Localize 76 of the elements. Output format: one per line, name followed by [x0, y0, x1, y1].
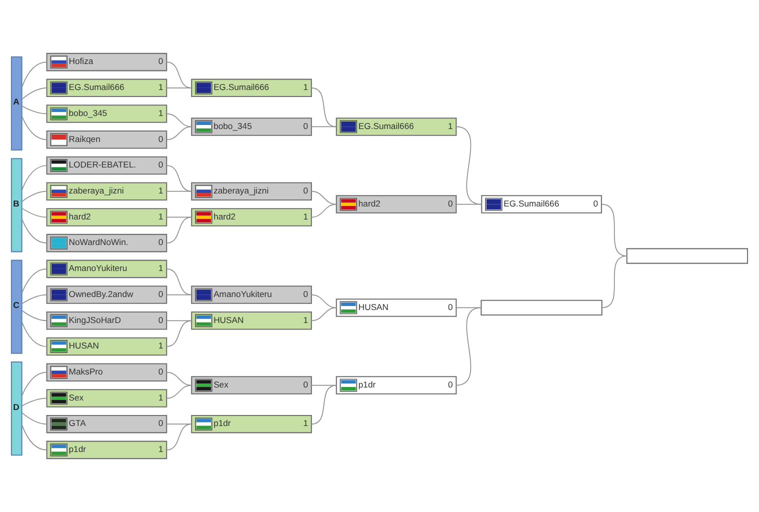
connector: [21, 62, 48, 88]
connector: [310, 126, 337, 128]
node-box: hard2 0: [336, 195, 457, 214]
connector: [310, 88, 337, 128]
node-box: Raikqen 0: [46, 130, 168, 149]
node-box: HUSAN 0: [336, 298, 457, 317]
node-box: EG.Sumail666 1: [46, 78, 168, 98]
connector: [21, 294, 48, 304]
connector: [166, 165, 192, 192]
connector: [310, 294, 337, 308]
connector: [21, 398, 48, 406]
connector: [166, 268, 192, 296]
node-box: C: [10, 260, 22, 354]
node-box: hard2 1: [191, 208, 312, 226]
node-box: MaksPro 0: [46, 363, 168, 382]
node-box: Sex 1: [46, 389, 168, 408]
node-box: EG.Sumail666 0: [481, 195, 602, 214]
connector: [456, 126, 482, 205]
connector: [21, 208, 48, 218]
node-box: bobo_345 0: [191, 118, 312, 136]
connector: [166, 384, 192, 399]
connector: [310, 204, 337, 218]
connector: [22, 310, 48, 322]
node-box: p1dr 1: [46, 440, 168, 460]
connector: [22, 190, 48, 202]
connector: [456, 307, 482, 386]
connector: [166, 216, 192, 244]
connector: [21, 321, 48, 347]
node-box: AmanoYukiteru 0: [191, 286, 312, 304]
connector: [22, 412, 48, 424]
connector: [21, 268, 48, 294]
connector: [310, 190, 337, 205]
node-box: HUSAN 1: [191, 312, 312, 330]
connector: [166, 320, 192, 322]
node-box: Hofiza 0: [46, 52, 168, 72]
node-box: AmanoYukiteru 1: [46, 260, 168, 278]
node-box: A: [10, 56, 22, 150]
node-box: EG.Sumail666 1: [336, 118, 457, 136]
connector: [21, 165, 48, 191]
node-box: [480, 300, 602, 316]
node-box: D: [10, 362, 22, 456]
connector: [166, 190, 192, 192]
node-box: zaberaya_jizni 1: [46, 182, 168, 200]
connector: [166, 62, 192, 88]
connector: [21, 424, 48, 450]
node-box: zaberaya_jizni 0: [191, 182, 312, 200]
node-box: NoWardNoWin. 0: [46, 234, 168, 252]
node-box: GTA 0: [46, 414, 168, 434]
connector: [310, 307, 337, 322]
node-box: bobo_345 1: [46, 104, 168, 123]
connector: [166, 372, 192, 386]
connector: [21, 372, 48, 396]
connector: [166, 294, 192, 296]
connector: [21, 106, 48, 114]
connector: [166, 320, 192, 347]
connector: [166, 126, 192, 140]
node-box: B: [10, 158, 22, 252]
node-box: KingJSoHarD 0: [46, 312, 168, 330]
node-box: LODER-EBATEL. 0: [46, 156, 168, 175]
node-box: EG.Sumail666 1: [191, 78, 312, 98]
node-box: OwnedBy.2andw 0: [46, 286, 168, 304]
connector: [310, 384, 337, 424]
connector: [21, 218, 48, 244]
node-box: Sex 0: [191, 376, 312, 394]
node-box: HUSAN 1: [46, 337, 168, 356]
node-box: hard2 1: [46, 208, 168, 226]
node-box: p1dr 1: [191, 414, 312, 434]
connector: [21, 116, 48, 140]
connector: [601, 204, 628, 256]
connector: [601, 256, 628, 308]
node-box: p1dr 0: [336, 376, 457, 394]
connector: [456, 204, 482, 205]
connector: [166, 424, 192, 450]
node-box: [626, 248, 748, 264]
connector: [22, 88, 48, 100]
connector: [166, 113, 192, 128]
